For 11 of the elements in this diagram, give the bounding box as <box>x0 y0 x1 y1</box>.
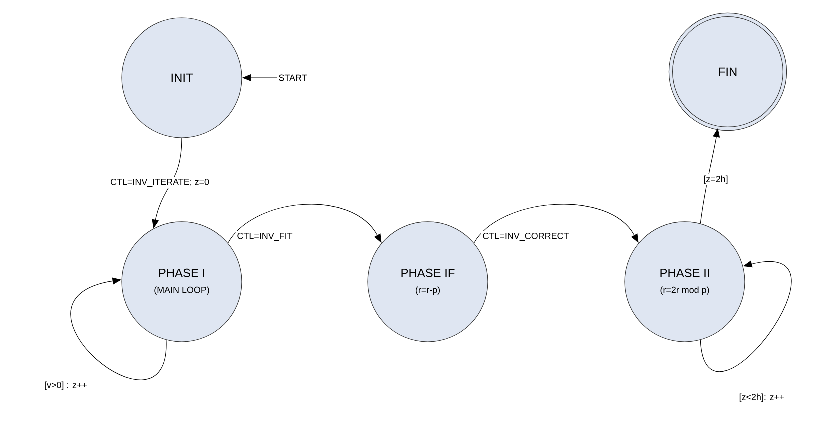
edge-label: [z<2h]: z++ <box>738 392 786 404</box>
edge-label: [v>0] : z++ <box>43 380 89 392</box>
edge-label: CTL=INV_FIT <box>236 231 294 242</box>
arrow <box>70 278 167 380</box>
edge-label: [z=2h] <box>702 174 730 186</box>
arrow <box>700 260 792 372</box>
state-label: START <box>279 74 308 82</box>
arrow <box>228 204 382 244</box>
edge-label: CTL=INV_CORRECT <box>481 231 571 242</box>
edge-label: CTL=INV_ITERATE; z=0 <box>109 177 211 188</box>
arrow <box>474 204 639 244</box>
